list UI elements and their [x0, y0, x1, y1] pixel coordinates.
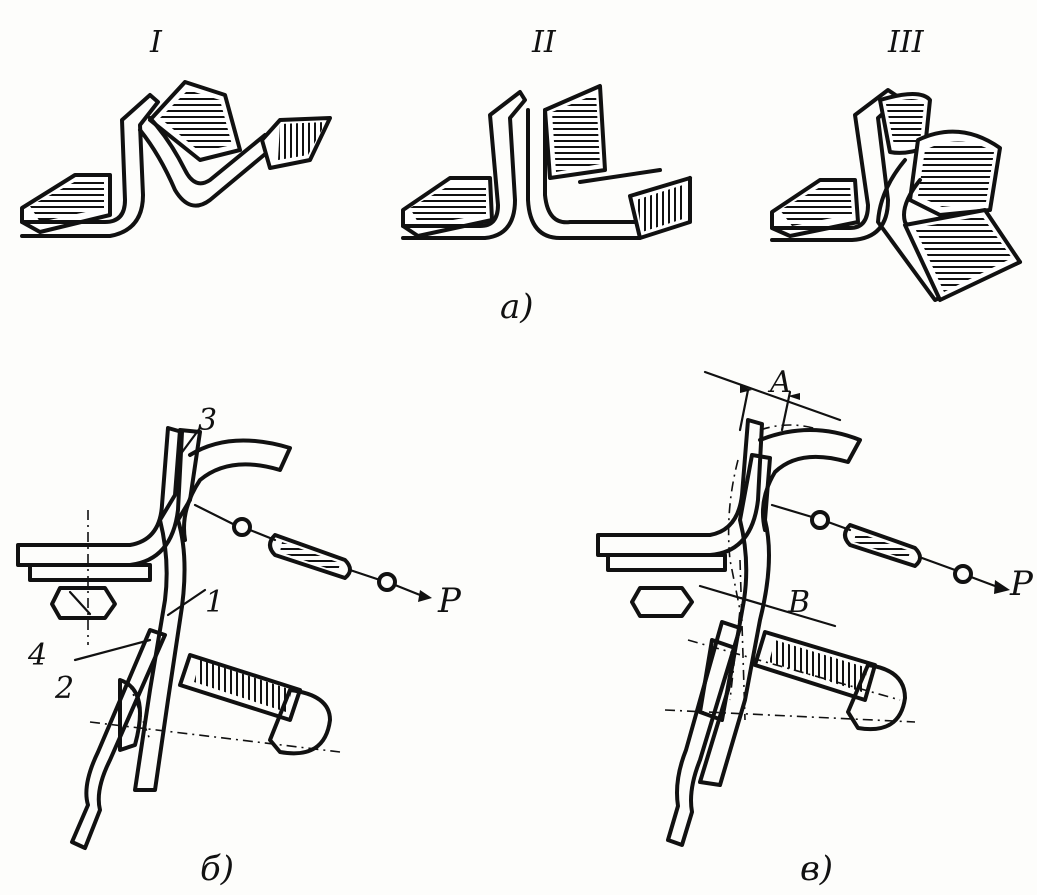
contact-variant-i	[20, 80, 332, 238]
label-variant-ii: II	[531, 25, 557, 60]
label-force-c: P	[1009, 564, 1034, 604]
caption-a: а)	[500, 287, 534, 327]
label-force-b: P	[437, 581, 462, 621]
contact-variant-ii	[401, 84, 692, 240]
label-part-3: 3	[198, 403, 217, 438]
contact-variant-iii	[770, 88, 1022, 302]
label-variant-iii: III	[887, 25, 925, 60]
label-variant-i: I	[149, 25, 163, 60]
label-part-4: 4	[27, 638, 47, 673]
label-part-1: 1	[205, 585, 224, 620]
label-gap-a: A	[767, 365, 792, 400]
assembly-b	[16, 426, 432, 850]
label-part-2: 2	[54, 671, 74, 706]
caption-b: б)	[200, 849, 234, 889]
assembly-c	[596, 370, 1010, 847]
label-gap-b: B	[787, 585, 810, 620]
caption-c: в)	[800, 849, 833, 889]
